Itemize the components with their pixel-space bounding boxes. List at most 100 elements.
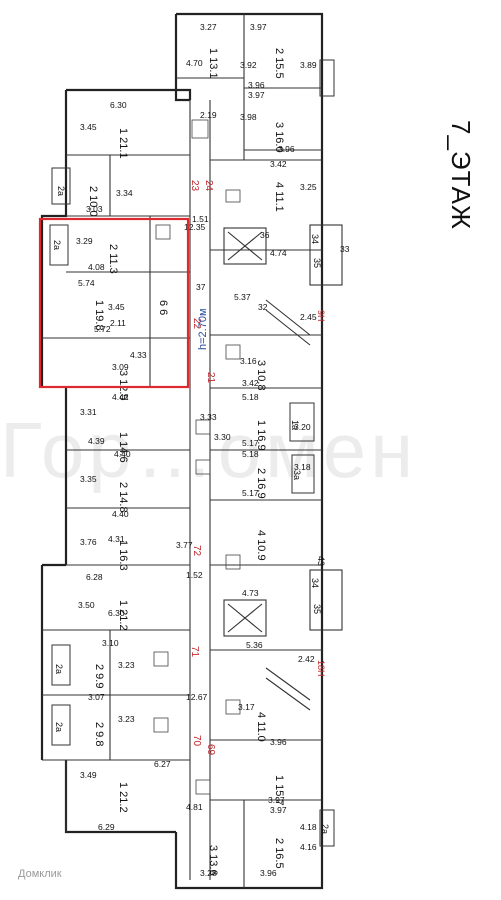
- room-label-tr-3: 3 16.0: [273, 122, 285, 153]
- dimension-71: 6.29: [98, 822, 115, 832]
- balconies: [49, 59, 335, 847]
- room-label-ml-1: 1 14.6: [117, 432, 129, 463]
- dimension-73: 3.34: [116, 188, 133, 198]
- dimension-13: 1.51: [192, 214, 209, 224]
- floor-label: 7_ЭТАЖ: [446, 120, 476, 230]
- dimension-40: 3.35: [80, 474, 97, 484]
- dimension-8: 3.45: [80, 122, 97, 132]
- dimension-29: 3.16: [240, 356, 257, 366]
- room-label-hl-3: 3 12.5: [117, 370, 129, 401]
- room-marker-10: 35: [312, 604, 322, 614]
- dimension-16: 33: [340, 244, 350, 254]
- dimension-62: 6.27: [154, 759, 171, 769]
- dimension-59: 12.67: [186, 692, 208, 702]
- dimension-64: 3.97: [268, 795, 285, 805]
- corridor-number-4: 72: [191, 545, 202, 557]
- room-label-bl-4: 1 21.2: [117, 782, 129, 813]
- dimension-10: 3.96: [278, 144, 295, 154]
- dimension-21: 5.72: [94, 324, 111, 334]
- dimension-50: 6.30: [108, 608, 125, 618]
- room-label-tl-2: 2 10.0: [87, 186, 99, 217]
- dimension-34: 3.33: [200, 412, 217, 422]
- dimension-75: 2.19: [200, 110, 217, 120]
- dimension-24: 12.35: [184, 222, 206, 232]
- room-marker-6: 2a: [320, 824, 330, 834]
- dimension-28: 2.45: [300, 312, 317, 322]
- highlight-frame: [38, 217, 190, 389]
- room-label-br-2: 1 15.7: [273, 775, 285, 806]
- dimension-0: 3.27: [200, 22, 217, 32]
- room-marker-0: 2a: [56, 186, 66, 196]
- dimension-52: 4.73: [242, 588, 259, 598]
- dimension-2: 4.70: [186, 58, 203, 68]
- dimension-48: 6.28: [86, 572, 103, 582]
- dimension-14: 36: [260, 230, 270, 240]
- dimension-56: 2.42: [298, 654, 315, 664]
- dimension-36: 3.30: [214, 432, 231, 442]
- dimension-55: 5.36: [246, 640, 263, 650]
- dimension-37: 3.20: [294, 422, 311, 432]
- dimension-38: 5.17: [242, 438, 259, 448]
- dimension-17: 3.29: [76, 236, 93, 246]
- dimension-47: 3.77: [176, 540, 193, 550]
- room-marker-7: 34: [310, 234, 320, 244]
- dimension-6: 3.97: [248, 90, 265, 100]
- dimension-61: 3.49: [80, 770, 97, 780]
- dimension-35: 5.18: [242, 392, 259, 402]
- room-label-hl-6: 6 6: [157, 300, 169, 315]
- dimension-45: 3.76: [80, 537, 97, 547]
- dimension-63: 3.96: [270, 737, 287, 747]
- dimension-54: 3.23: [118, 660, 135, 670]
- room-label-bl-1: 1 21.2: [117, 600, 129, 631]
- dimension-60: 3.17: [238, 702, 255, 712]
- dimension-5: 3.96: [248, 80, 265, 90]
- room-label-mr-1: 1 16.9: [255, 420, 267, 451]
- corridor-number-3: 21: [205, 372, 216, 384]
- dimension-18: 4.08: [88, 262, 105, 272]
- dimension-11: 3.42: [270, 159, 287, 169]
- room-label-br-3: 2 16.5: [273, 838, 285, 869]
- dimension-53: 3.10: [102, 638, 119, 648]
- dimension-31: 4.42: [112, 392, 129, 402]
- room-marker-8: 35: [312, 258, 322, 268]
- dimension-15: 4.74: [270, 248, 287, 258]
- dimension-43: 5.17: [242, 488, 259, 498]
- room-marker-4: 2a: [54, 664, 64, 674]
- room-label-tr-2: 2 15.5: [273, 48, 285, 79]
- room-marker-11: 9Н: [316, 310, 326, 322]
- dimension-22: 3.09: [112, 362, 129, 372]
- dimension-25: 37: [196, 282, 206, 292]
- dimension-41: 5.18: [242, 449, 259, 459]
- dimension-65: 4.81: [186, 802, 203, 812]
- dimension-66: 3.97: [270, 805, 287, 815]
- fixtures: [153, 119, 241, 795]
- room-marker-9: 34: [310, 578, 320, 588]
- corridor-number-6: 70: [191, 735, 202, 747]
- dimension-20: 3.45: [108, 302, 125, 312]
- room-label-mr-4: 4 10.9: [255, 530, 267, 561]
- dimension-7: 6.30: [110, 100, 127, 110]
- dimension-26: 5.37: [234, 292, 251, 302]
- room-label-bl-2: 2 9.9: [93, 664, 105, 688]
- corridor-number-5: 71: [189, 646, 200, 658]
- room-label-tr-4: 4 11.1: [273, 182, 285, 212]
- room-marker-3: 3a: [292, 470, 302, 480]
- dimension-9: 3.98: [240, 112, 257, 122]
- room-label-tl-1: 1 21.1: [117, 128, 129, 159]
- corridor-number-0: 23: [189, 180, 200, 192]
- room-marker-1: 2a: [52, 240, 62, 250]
- room-marker-2: 1a: [290, 420, 300, 430]
- dimension-19: 5.74: [78, 278, 95, 288]
- dimension-69: 3.28: [200, 868, 217, 878]
- dimension-30: 3.42: [242, 378, 259, 388]
- dimension-44: 4.40: [112, 509, 129, 519]
- room-marker-13: 43: [316, 556, 326, 566]
- room-marker-5: 2a: [54, 722, 64, 732]
- dimension-74: 2.11: [110, 318, 126, 328]
- dimension-49: 3.50: [78, 600, 95, 610]
